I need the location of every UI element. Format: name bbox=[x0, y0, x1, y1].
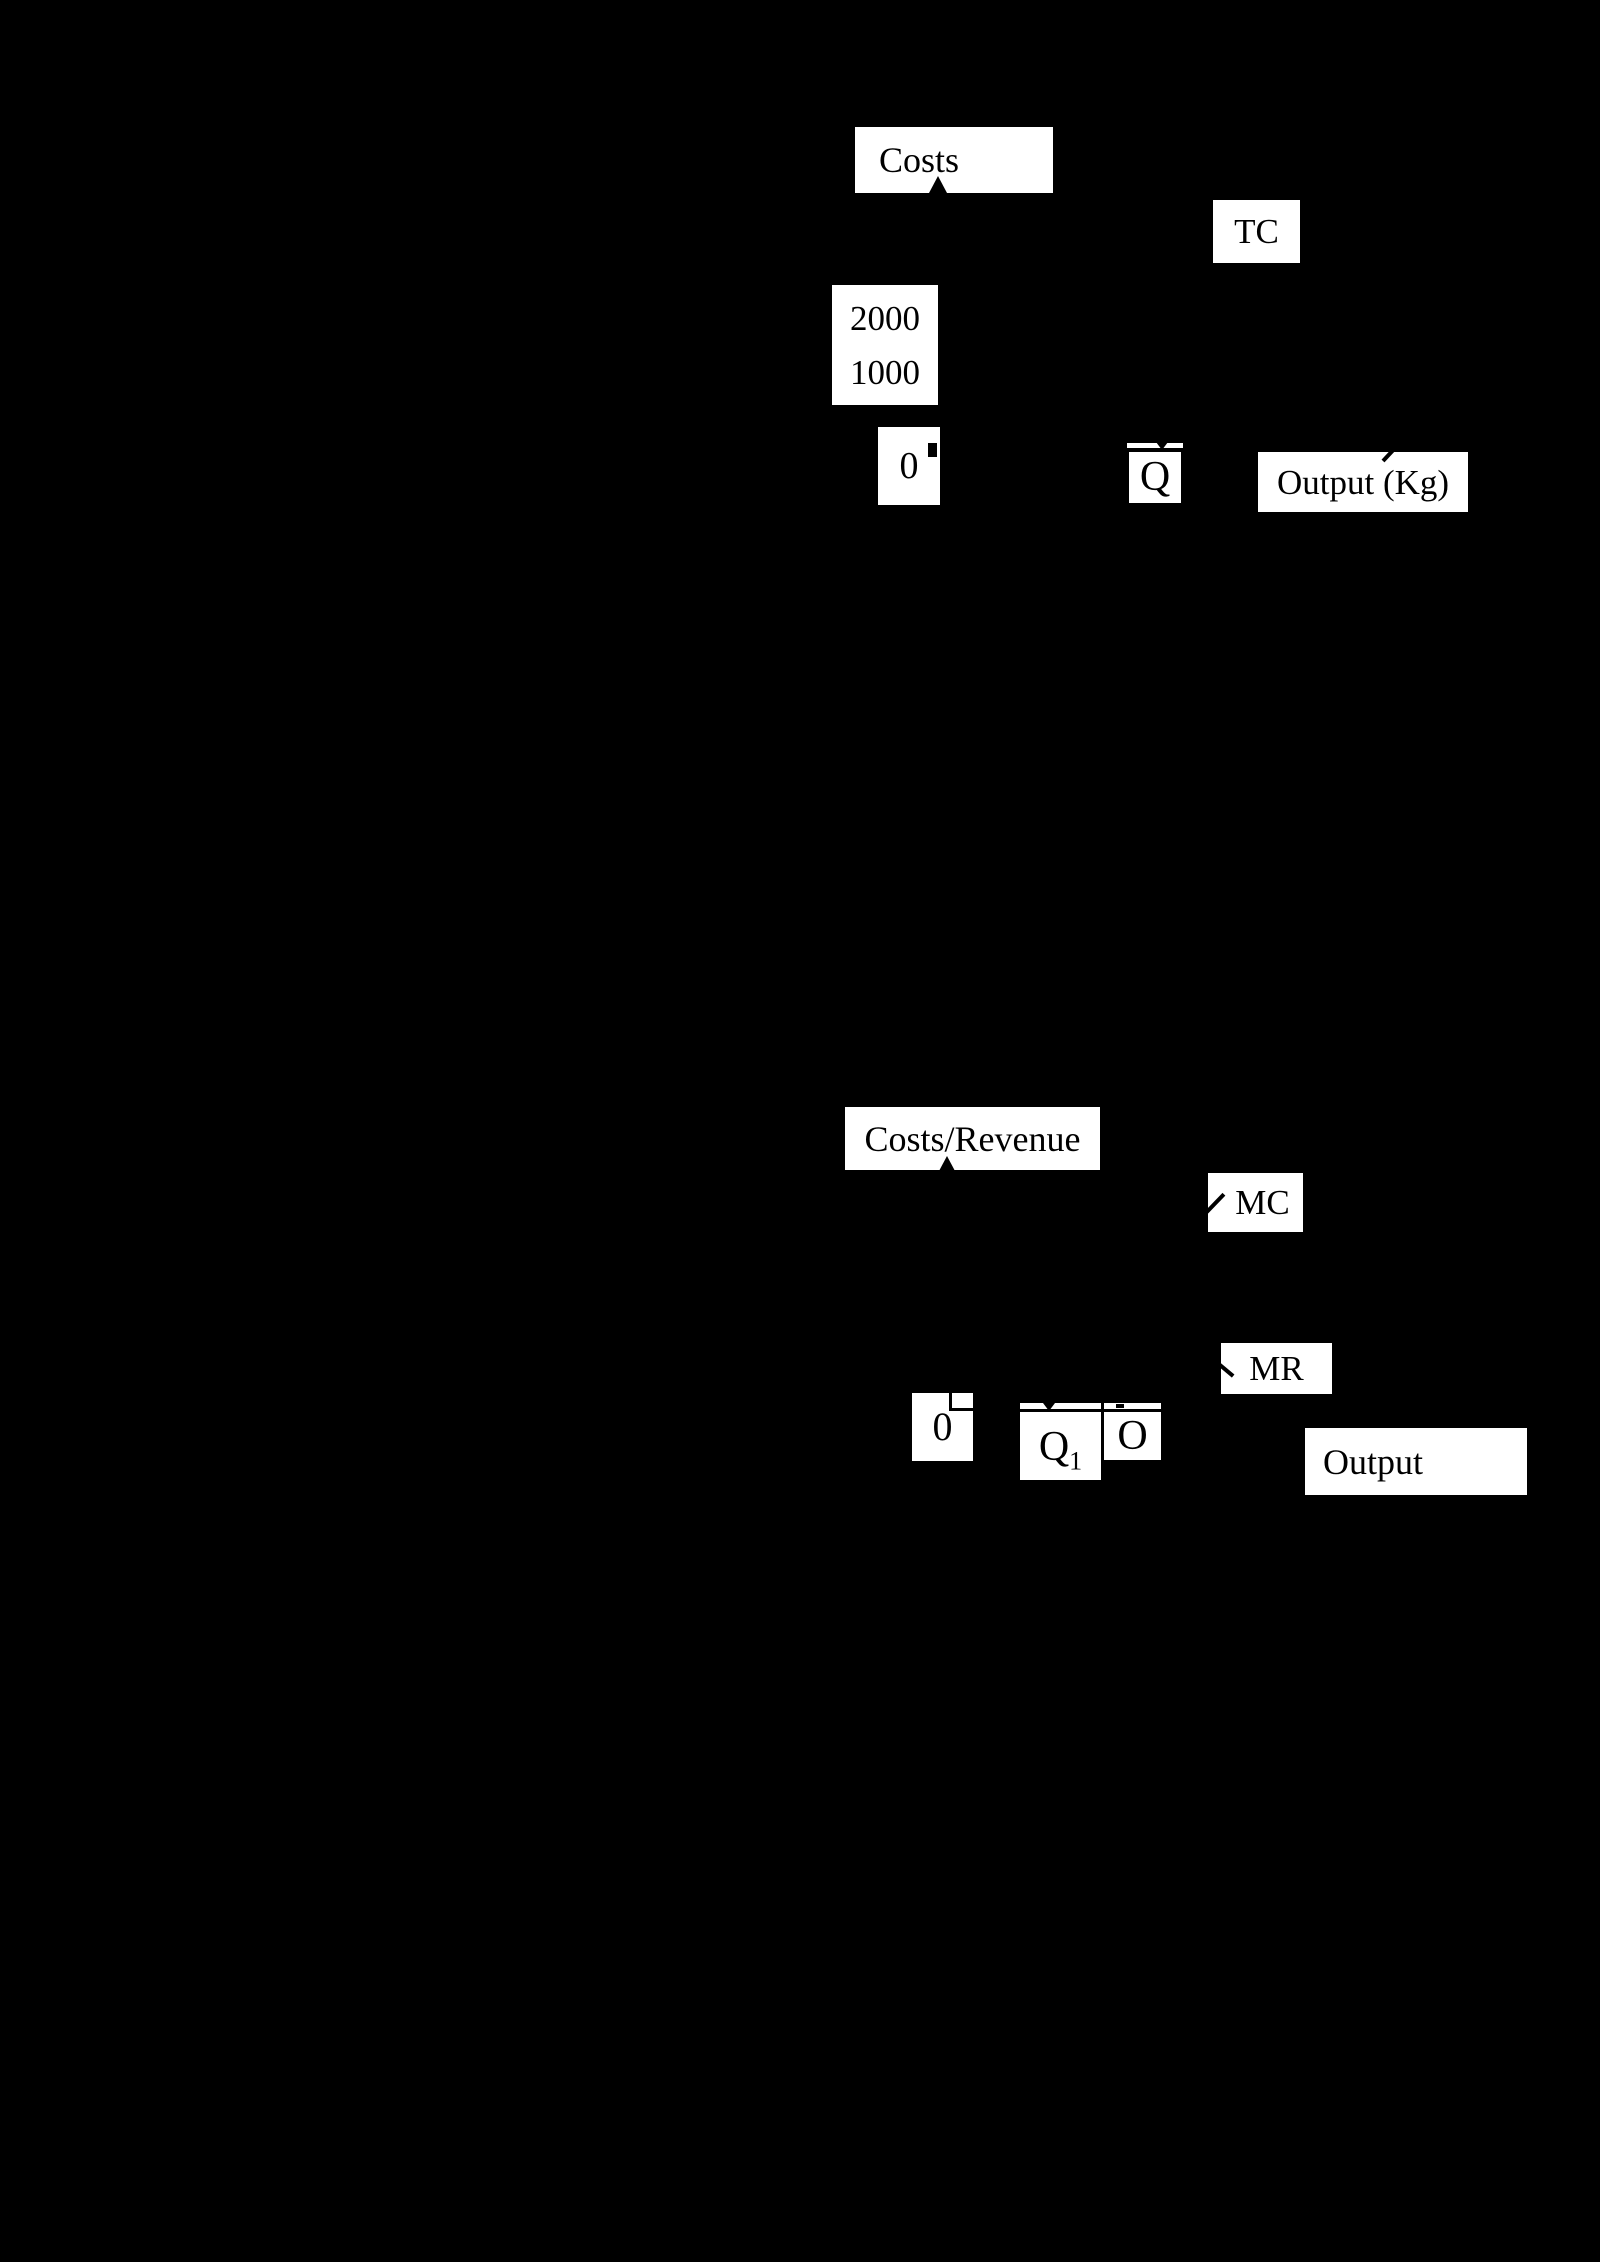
q-position-arrow-icon bbox=[1156, 442, 1168, 450]
o-label-box: O bbox=[1102, 1403, 1161, 1460]
bottom-axis-horizontal-mark bbox=[949, 1408, 973, 1411]
top-y-axis-title: Costs bbox=[879, 140, 960, 180]
tick-1000: 1000 bbox=[850, 352, 920, 392]
q1-subscript: 1 bbox=[1069, 1445, 1083, 1475]
bottom-y-axis-title: Costs/Revenue bbox=[864, 1118, 1081, 1159]
o-x-axis-segment bbox=[1104, 1409, 1161, 1412]
top-origin-box: 0 bbox=[878, 427, 940, 505]
tc-label-box: TC bbox=[1213, 200, 1300, 263]
q1-label: Q1 bbox=[1038, 1423, 1083, 1475]
o-axis-tick-mark bbox=[1116, 1404, 1124, 1408]
q-box-right-border bbox=[1181, 448, 1183, 503]
q-box-left-border bbox=[1127, 448, 1129, 503]
mr-label: MR bbox=[1249, 1349, 1304, 1388]
top-x-axis-segment bbox=[1127, 448, 1183, 452]
bottom-origin-label: 0 bbox=[932, 1404, 953, 1449]
tc-label: TC bbox=[1234, 212, 1279, 251]
q1-x-axis-segment bbox=[1020, 1409, 1101, 1412]
bottom-origin-box: 0 bbox=[912, 1393, 973, 1461]
tick-2000: 2000 bbox=[850, 298, 920, 338]
top-origin-label: 0 bbox=[899, 445, 919, 487]
q-label-box: Q bbox=[1127, 443, 1183, 503]
top-x-axis-title-box: Output (Kg) bbox=[1258, 452, 1468, 512]
bottom-x-axis-title-box: Output bbox=[1305, 1428, 1527, 1495]
o-label: O bbox=[1117, 1412, 1148, 1459]
mr-label-box: MR bbox=[1221, 1343, 1332, 1394]
bottom-y-axis-title-box: Costs/Revenue bbox=[845, 1107, 1100, 1170]
top-ticks-box: 2000 1000 bbox=[832, 285, 938, 405]
top-axis-corner-mark bbox=[928, 443, 937, 457]
bottom-y-axis-up-arrow-icon bbox=[939, 1156, 955, 1171]
mc-label: MC bbox=[1235, 1183, 1290, 1222]
q1-label-box: Q1 bbox=[1020, 1403, 1101, 1480]
bottom-axis-vertical-mark bbox=[949, 1393, 952, 1410]
q1-position-arrow-icon bbox=[1043, 1403, 1055, 1411]
top-x-axis-title: Output (Kg) bbox=[1276, 462, 1450, 502]
bottom-x-axis-title: Output bbox=[1323, 1441, 1424, 1482]
y-axis-up-arrow-icon bbox=[929, 176, 947, 193]
mc-label-box: MC bbox=[1208, 1173, 1303, 1232]
top-y-axis-title-box: Costs bbox=[855, 127, 1053, 193]
q-label: Q bbox=[1139, 454, 1171, 500]
